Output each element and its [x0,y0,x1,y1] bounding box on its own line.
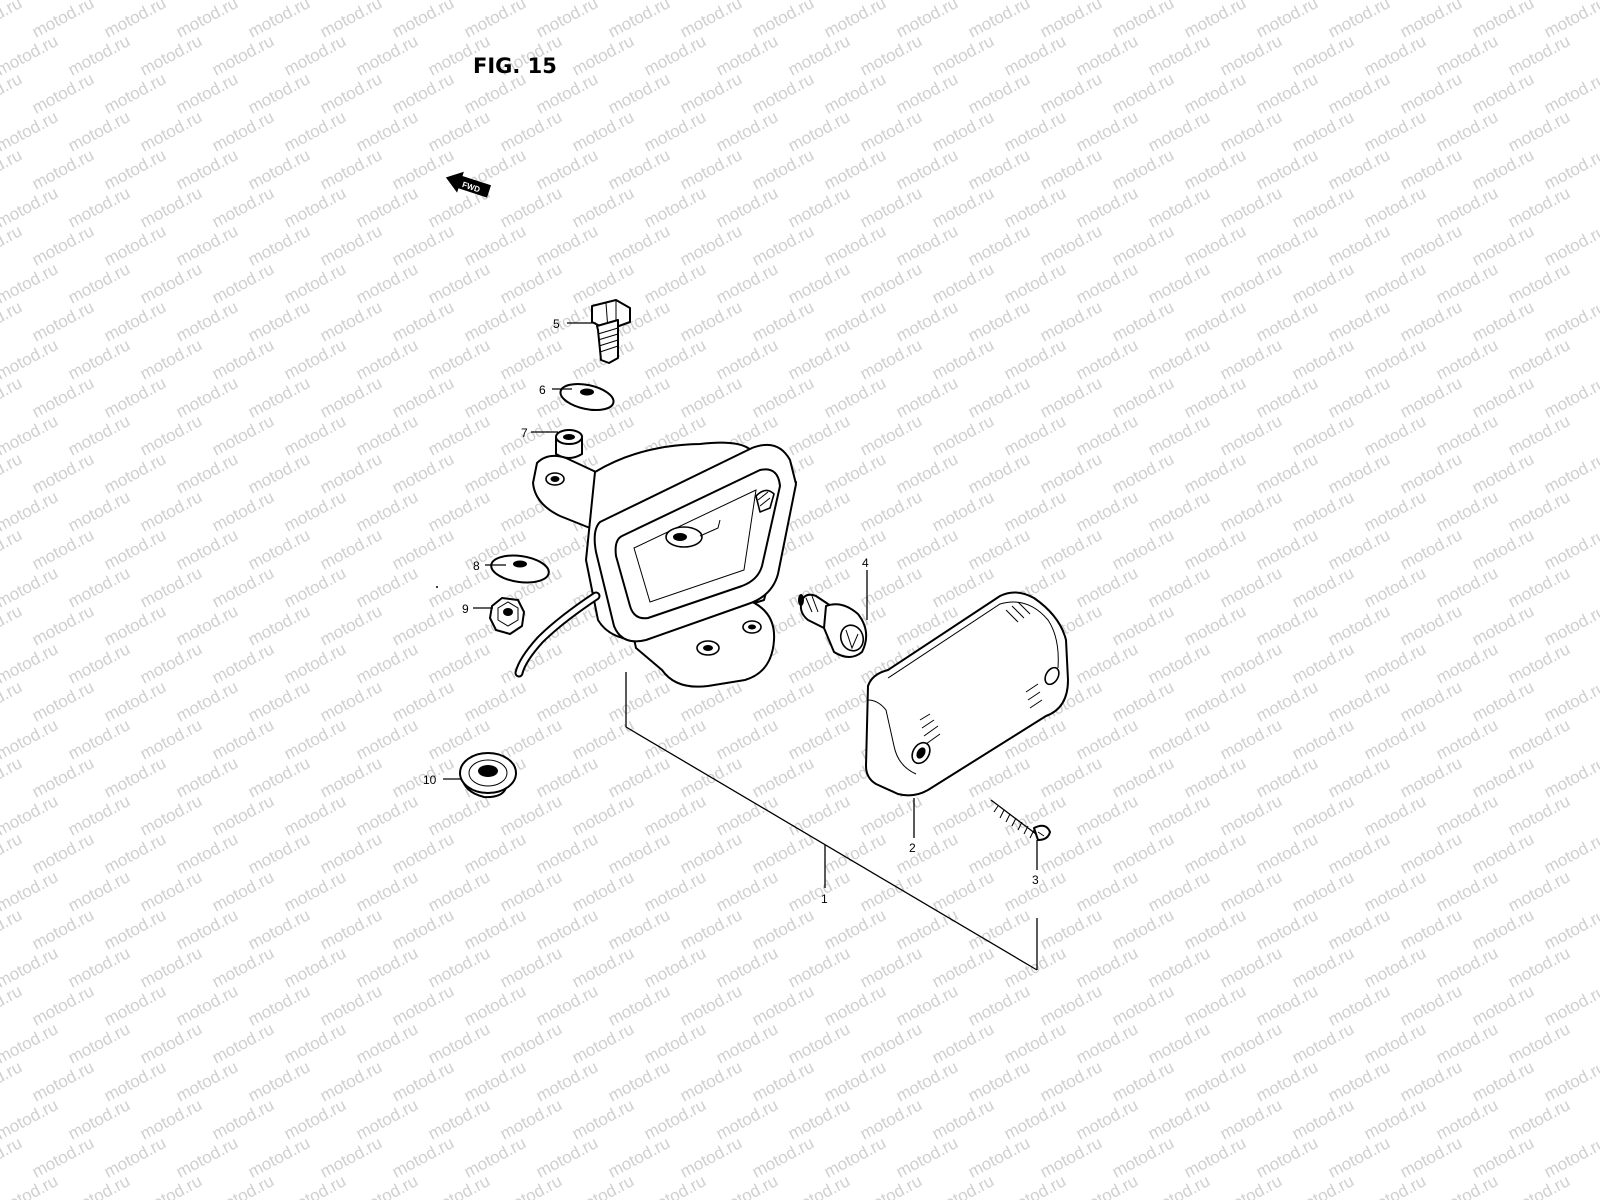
callout-8: 8 [473,559,480,573]
callout-10: 10 [423,773,437,787]
screw-icon [990,799,1051,841]
washer-icon [559,382,615,412]
print-speck [436,586,438,588]
lens-icon [865,591,1069,797]
callout-3: 3 [1032,873,1039,887]
lamp-housing [514,441,797,688]
callout-7: 7 [521,426,528,440]
bolt-icon [591,299,631,364]
forward-arrow-icon: FWD [445,171,492,198]
grommet-icon [459,752,517,799]
washer-icon [490,554,550,584]
spacer-icon [555,429,583,459]
callout-6: 6 [539,383,546,397]
callout-5: 5 [553,317,560,331]
callout-2: 2 [909,841,916,855]
figure-title: FIG. 15 [473,54,557,78]
bulb-icon [798,593,868,658]
callout-1: 1 [821,892,828,906]
callout-labels: 5 6 7 8 9 10 4 2 3 1 [423,317,1039,906]
nut-icon [489,597,525,635]
callout-4: 4 [862,556,869,570]
callout-9: 9 [462,602,469,616]
leader-lines [443,322,1038,971]
